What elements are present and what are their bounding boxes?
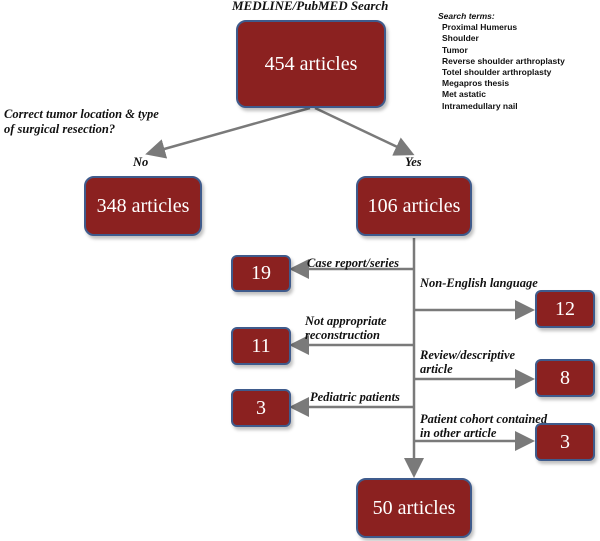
search-terms-heading: Search terms: bbox=[438, 11, 495, 21]
box-50-articles: 50 articles bbox=[356, 478, 472, 538]
search-term: Totel shoulder arthroplasty bbox=[442, 67, 552, 78]
search-term: Shoulder bbox=[442, 33, 479, 44]
non-english-label: Non-English language bbox=[420, 276, 538, 290]
box-348-articles: 348 articles bbox=[84, 176, 202, 236]
question-label-line2: of surgical resection? bbox=[4, 122, 116, 136]
box-454-articles: 454 articles bbox=[236, 20, 386, 108]
search-term: Intramedullary nail bbox=[442, 100, 518, 111]
search-term: Proximal Humerus bbox=[442, 22, 518, 33]
question-label-line1: Correct tumor location & type bbox=[4, 107, 159, 121]
arrow-to-yes bbox=[314, 106, 415, 156]
diagram-title: MEDLINE/PubMED Search bbox=[232, 0, 389, 13]
review-label-line2: article bbox=[420, 362, 453, 376]
box-non-english-count: 12 bbox=[535, 290, 595, 328]
not-appropriate-label-line1: Not appropriate bbox=[305, 314, 387, 328]
search-terms-list: Search terms: Proximal Humerus Shoulder … bbox=[438, 11, 565, 112]
box-cohort-count: 3 bbox=[535, 423, 595, 461]
search-term: Met astatic bbox=[442, 89, 486, 100]
box-pediatric-count: 3 bbox=[231, 389, 291, 427]
review-label-line1: Review/descriptive bbox=[420, 348, 516, 362]
search-term: Reverse shoulder arthroplasty bbox=[442, 55, 565, 66]
box-case-report-count: 19 bbox=[231, 255, 291, 292]
box-106-articles: 106 articles bbox=[356, 176, 472, 236]
yes-label: Yes bbox=[405, 155, 422, 169]
cohort-label-line1: Patient cohort contained bbox=[420, 412, 548, 426]
search-term: Tumor bbox=[442, 44, 468, 55]
search-term: Megapros thesis bbox=[442, 78, 510, 89]
box-not-appropriate-count: 11 bbox=[231, 327, 291, 365]
arrow-to-no bbox=[145, 106, 311, 159]
cohort-label-line2: in other article bbox=[420, 426, 497, 440]
no-label: No bbox=[133, 155, 149, 169]
box-review-count: 8 bbox=[535, 359, 595, 397]
not-appropriate-label-line2: reconstruction bbox=[305, 328, 381, 342]
pediatric-label: Pediatric patients bbox=[310, 390, 400, 404]
case-report-label: Case report/series bbox=[307, 256, 400, 270]
